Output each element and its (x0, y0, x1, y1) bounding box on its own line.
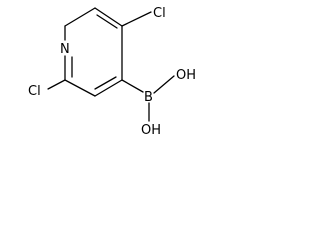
bond-c3-c2-inner (94, 76, 117, 90)
hydroxyl-label-lower: OH (141, 123, 161, 138)
bond-c5-c4-inner (96, 14, 118, 29)
bond-c3-c2 (94, 79, 123, 97)
bond-b-oh-upper (153, 75, 175, 94)
bond-c2-c1 (64, 79, 96, 97)
boron-label: B (144, 90, 153, 105)
bond-c6-c5 (64, 7, 96, 27)
bond-c5-c4 (94, 7, 123, 27)
bond-c1-cl (47, 79, 66, 90)
nitrogen-label: N (60, 42, 70, 57)
bond-c3-b (121, 79, 144, 93)
hydroxyl-label-upper: OH (176, 68, 196, 83)
bond-c4-cl (121, 11, 152, 27)
chemical-structure-diagram: N Cl Cl B OH OH (28, 6, 196, 138)
chlorine-label-top: Cl (153, 6, 166, 21)
chlorine-label-left: Cl (28, 84, 41, 99)
